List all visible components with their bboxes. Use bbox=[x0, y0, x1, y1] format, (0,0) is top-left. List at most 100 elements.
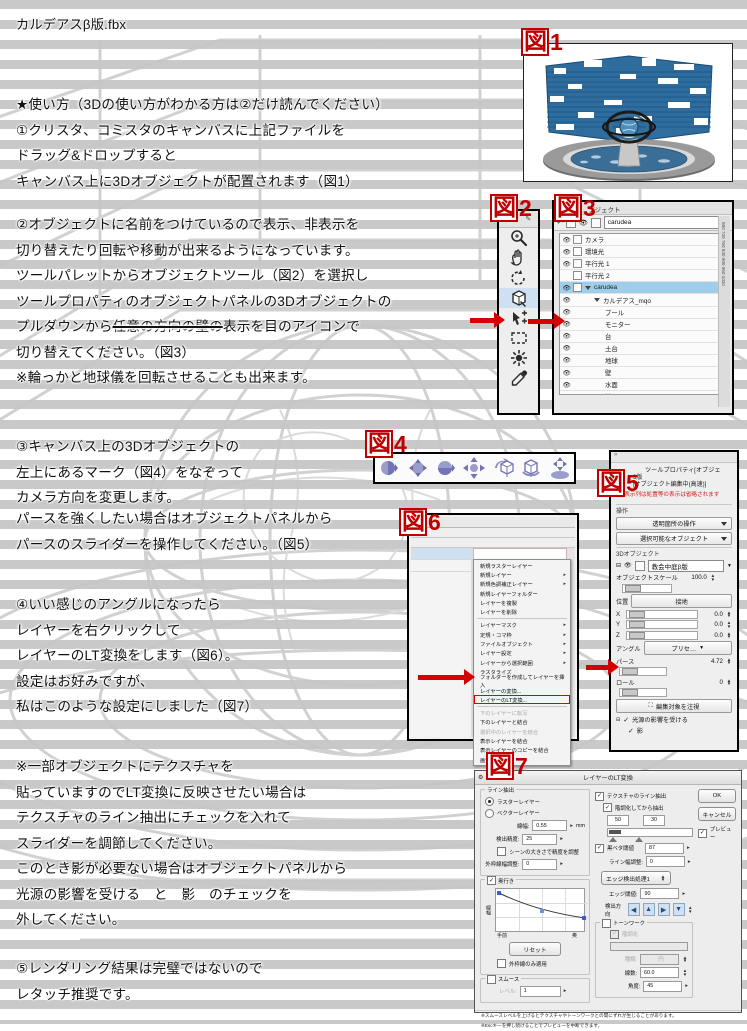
z-value[interactable]: 0.0 bbox=[714, 631, 723, 639]
ok-button[interactable]: OK bbox=[698, 789, 736, 803]
raster-layer-radio[interactable] bbox=[485, 797, 494, 806]
shadow-checkbox[interactable]: ✓影 bbox=[628, 726, 732, 736]
object-scale-slider[interactable] bbox=[622, 583, 672, 593]
direction-left-icon[interactable]: ◀ bbox=[627, 903, 640, 916]
object-checkbox[interactable] bbox=[573, 271, 582, 281]
edge-detect-stepper[interactable]: ▲▼ bbox=[660, 873, 666, 882]
tone-type-row[interactable]: 種類: 円 ▲▼ bbox=[600, 953, 688, 965]
expander-icon[interactable] bbox=[585, 285, 591, 290]
object-tool-icon[interactable] bbox=[499, 288, 538, 308]
line-width-adjust-row[interactable]: ライン幅調整: 0 ▸ bbox=[595, 856, 693, 867]
eye-icon[interactable]: 👁 bbox=[578, 219, 588, 227]
edge-threshold-value[interactable]: 90 bbox=[640, 888, 680, 899]
posterize-range-slider[interactable] bbox=[607, 827, 693, 842]
roll-value[interactable]: 0 bbox=[719, 678, 723, 686]
x-position-row[interactable]: X 0.0 ▲▼ bbox=[616, 609, 732, 619]
direction-right-icon[interactable]: ▶ bbox=[657, 903, 670, 916]
pan-horizontal-icon[interactable] bbox=[406, 456, 430, 480]
black-fill-row[interactable]: ✓ 黒ベタ閾値 87 ▸ bbox=[595, 842, 693, 854]
menu-item[interactable]: レイヤーを削除 bbox=[474, 607, 570, 616]
menu-item[interactable]: レイヤーの変換... bbox=[474, 686, 570, 695]
tone-angle-expand-icon[interactable]: ▸ bbox=[685, 983, 688, 989]
precision-value[interactable]: 25 bbox=[522, 833, 558, 845]
eye-icon[interactable]: 👁 bbox=[562, 297, 571, 305]
line-width-adjust-value[interactable]: 0 bbox=[645, 856, 685, 867]
menu-item[interactable]: 下のレイヤーと結合 bbox=[474, 718, 570, 727]
palette-pen-icon[interactable]: ✎ bbox=[525, 216, 532, 223]
posterize-checkbox[interactable]: ✓ bbox=[603, 803, 612, 812]
tone-work-checkbox[interactable] bbox=[602, 918, 611, 928]
y-value[interactable]: 0.0 bbox=[714, 621, 723, 628]
smooth-level-value[interactable]: 1 bbox=[519, 985, 561, 997]
hand-tool-icon[interactable] bbox=[499, 248, 538, 268]
menu-item[interactable]: レイヤーを複製 bbox=[474, 598, 570, 607]
edge-threshold-expand-icon[interactable]: ▸ bbox=[682, 890, 686, 897]
lock-checkbox[interactable] bbox=[634, 560, 645, 571]
tone-work-legend[interactable]: トーンワーク bbox=[600, 918, 648, 928]
layer-row[interactable] bbox=[411, 560, 471, 572]
object-list-item[interactable]: 平行光 2 bbox=[560, 270, 720, 283]
selectable-object-dropdown[interactable]: 選択可能なオブジェクト bbox=[616, 532, 732, 545]
z-position-row[interactable]: Z 0.0 ▲▼ bbox=[616, 630, 732, 640]
move-object-icon[interactable] bbox=[548, 456, 572, 480]
line-width-row[interactable]: 線幅: 0.55 ▸ mm bbox=[485, 820, 585, 831]
precision-row[interactable]: 検出精度: 25 ▸ bbox=[485, 833, 585, 845]
tone-lines-value[interactable]: 60.0 bbox=[640, 967, 679, 978]
eye-icon[interactable]: 👁 bbox=[562, 236, 571, 244]
x-slider[interactable] bbox=[626, 609, 698, 619]
preview-row[interactable]: ✓ プレビュー bbox=[698, 825, 736, 841]
preview-checkbox[interactable]: ✓ bbox=[698, 828, 707, 838]
gradation-checkbox[interactable]: ✓ bbox=[610, 929, 619, 939]
object-list-item[interactable]: 👁カメラ bbox=[560, 234, 720, 247]
object-scale-row[interactable]: オブジェクトスケール 100.0 ▲▼ bbox=[616, 573, 732, 582]
object-list-item[interactable]: 👁carudea bbox=[560, 282, 720, 295]
black-fill-expand-icon[interactable]: ▸ bbox=[686, 845, 690, 851]
angle-row[interactable]: アングル プリセ…▼ bbox=[616, 641, 732, 655]
outline-expand-icon[interactable]: ▸ bbox=[560, 861, 563, 867]
black-fill-value[interactable]: 87 bbox=[644, 842, 684, 854]
depth-curve-graph[interactable] bbox=[495, 888, 588, 932]
posterize-value-1[interactable]: 50 bbox=[607, 814, 629, 826]
auto-select-tool-icon[interactable] bbox=[499, 348, 538, 368]
eye-icon[interactable]: 👁 bbox=[562, 248, 571, 256]
outline-adjust-row[interactable]: 外枠線幅調整: 0 ▸ bbox=[485, 858, 585, 870]
direction-down-icon[interactable]: ▼ bbox=[672, 903, 685, 916]
object-selector-row[interactable]: ⊟ 👁 教会中庭β版 ▼ bbox=[616, 559, 732, 572]
tone-angle-row[interactable]: 角度: 45 ▸ bbox=[600, 980, 688, 992]
menu-item[interactable]: 定規・コマ枠▸ bbox=[474, 630, 570, 639]
detect-direction-row[interactable]: 検出方向 ◀ ▲ ▶ ▼ ▲▼ bbox=[595, 902, 693, 918]
perspective-stepper[interactable]: ▲▼ bbox=[726, 656, 732, 665]
eye-icon[interactable]: 👁 bbox=[560, 393, 573, 395]
eye-icon[interactable]: 👁 bbox=[562, 333, 571, 341]
edge-detect-dropdown[interactable]: エッジ検出処理1 ▲▼ bbox=[601, 871, 671, 885]
menu-item[interactable]: 表示レイヤーのコピーを結合 bbox=[474, 746, 570, 755]
y-stepper[interactable]: ▲▼ bbox=[726, 620, 732, 629]
edge-threshold-row[interactable]: エッジ閾値: 90 ▸ bbox=[595, 888, 693, 899]
expand-left-icon[interactable]: ↶ bbox=[557, 219, 563, 227]
precision-expand-icon[interactable]: ▸ bbox=[560, 836, 563, 842]
texture-extract-checkbox[interactable]: ✓ bbox=[595, 791, 604, 801]
raster-layer-radio-row[interactable]: ラスターレイヤー bbox=[485, 797, 585, 806]
gradation-row[interactable]: ✓ 階調化 bbox=[600, 929, 688, 939]
object-list-item[interactable]: 👁水面 bbox=[560, 379, 720, 392]
menu-item[interactable]: フォルダーを作成してレイヤーを挿入 bbox=[474, 675, 570, 689]
tone-lines-stepper[interactable]: ▲▼ bbox=[682, 968, 688, 977]
line-width-expand-icon[interactable]: ▸ bbox=[570, 822, 574, 829]
black-fill-checkbox[interactable]: ✓ bbox=[595, 843, 604, 853]
minus-icon[interactable]: ⊟ bbox=[616, 563, 622, 569]
scale-object-icon[interactable] bbox=[519, 456, 543, 480]
scene-precision-checkbox[interactable] bbox=[497, 847, 507, 856]
rotate-object-icon[interactable] bbox=[491, 456, 515, 480]
x-stepper[interactable]: ▲▼ bbox=[726, 609, 732, 618]
panel-expand-handle[interactable]: » bbox=[611, 452, 737, 463]
smooth-level-row[interactable]: レベル: 1 ▸ bbox=[485, 985, 585, 997]
smooth-legend[interactable]: スムース bbox=[485, 974, 522, 984]
object-checkbox[interactable] bbox=[573, 235, 582, 245]
direction-up-icon[interactable]: ▲ bbox=[642, 903, 655, 916]
object-list-item[interactable]: 👁カルデアス_mqo bbox=[560, 294, 720, 307]
eye-icon[interactable]: 👁 bbox=[562, 357, 571, 365]
perspective-slider[interactable] bbox=[619, 667, 667, 676]
eye-icon[interactable]: 👁 bbox=[562, 321, 571, 329]
roll-row[interactable]: ロール 0 ▲▼ bbox=[616, 678, 732, 687]
tone-angle-value[interactable]: 45 bbox=[643, 980, 683, 992]
